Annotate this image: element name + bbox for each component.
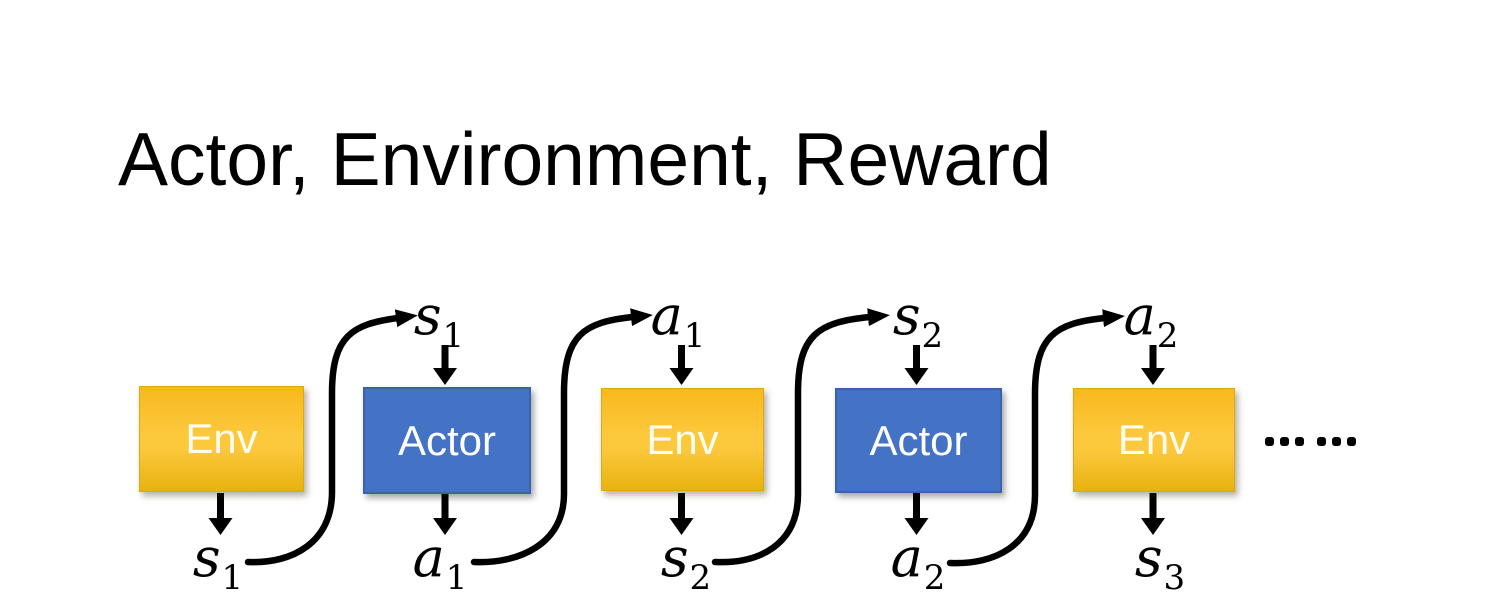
- actor-box-2-label: Actor: [869, 416, 968, 464]
- label-top-s1: s1: [413, 284, 465, 356]
- ellipsis-dot: [1347, 437, 1356, 446]
- curve-arrow-a1: [470, 308, 653, 566]
- ellipsis-dot: [1265, 437, 1274, 446]
- env-box-1-label: Env: [185, 415, 258, 462]
- ellipsis-dots: [1265, 437, 1356, 446]
- env-box-2-label: Env: [646, 415, 719, 463]
- label-bottom-a1: a1: [412, 526, 468, 598]
- actor-box-1-label: Actor: [397, 416, 497, 464]
- page-title: Actor, Environment, Reward: [118, 117, 1052, 201]
- env-box-2: Env: [601, 388, 764, 491]
- ellipsis-dot: [1295, 437, 1304, 446]
- ellipsis-dot: [1332, 437, 1341, 446]
- env-box-1: Env: [139, 386, 304, 492]
- curve-arrow-a2: [946, 309, 1125, 567]
- actor-box-2: Actor: [835, 388, 1002, 493]
- label-top-a1: a1: [650, 284, 706, 356]
- curve-arrow-s1: [244, 309, 418, 566]
- env-box-3: Env: [1073, 388, 1235, 492]
- ellipsis-dot: [1280, 437, 1289, 446]
- actor-box-1: Actor: [363, 387, 531, 494]
- label-top-s2: s2: [892, 284, 944, 356]
- ellipsis-dot: [1317, 437, 1326, 446]
- label-bottom-a2: a2: [890, 526, 946, 598]
- label-bottom-s3: s3: [1134, 526, 1186, 598]
- label-bottom-s2: s2: [660, 526, 712, 598]
- env-box-3-label: Env: [1117, 416, 1191, 463]
- label-top-a2: a2: [1123, 284, 1179, 356]
- curve-arrow-s2: [711, 308, 890, 566]
- label-bottom-s1: s1: [192, 526, 244, 598]
